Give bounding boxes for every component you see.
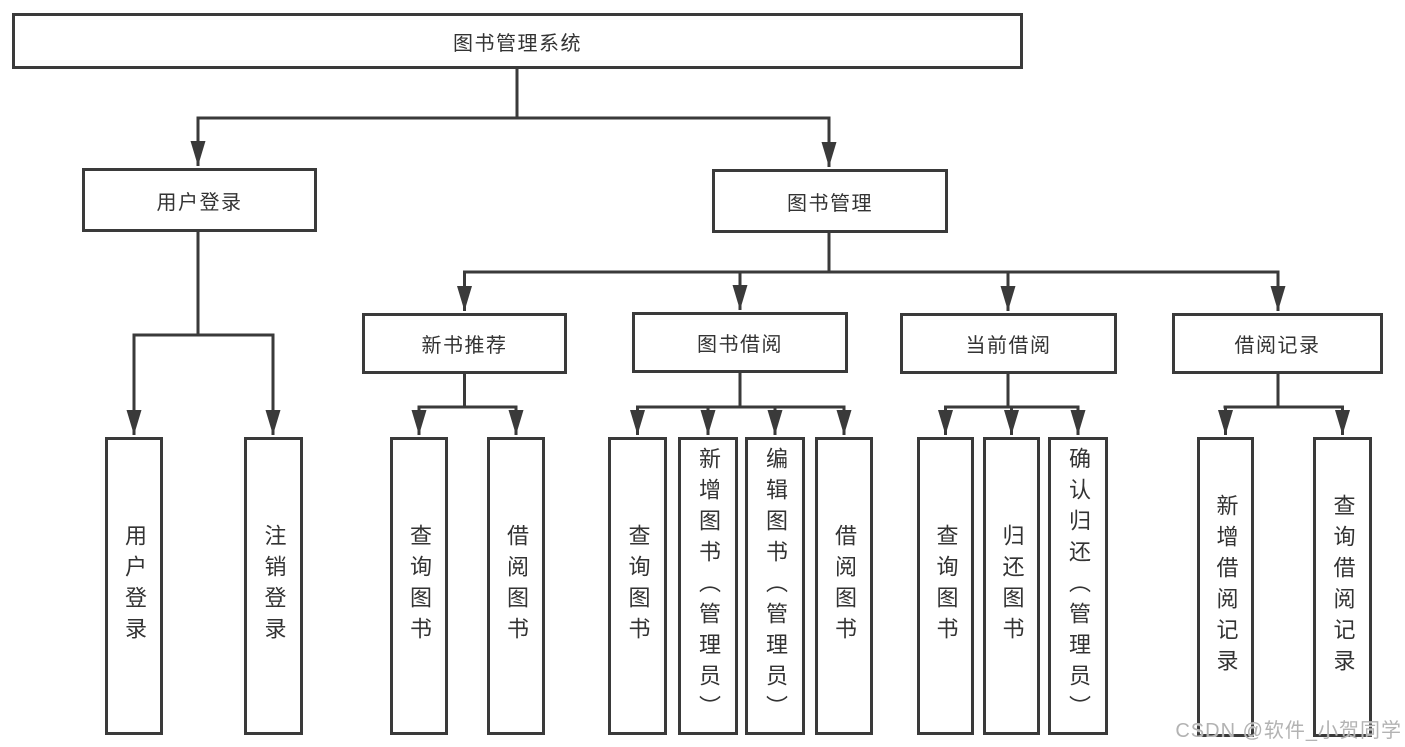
leaf-nb-query-books: 查询图书 bbox=[390, 437, 448, 735]
node-new-book-recommend: 新书推荐 bbox=[362, 313, 567, 374]
leaf-user-login: 用户登录 bbox=[105, 437, 163, 735]
node-label: 当前借阅 bbox=[965, 335, 1052, 357]
node-label: 查询图书 bbox=[933, 524, 959, 648]
node-label: 用户登录 bbox=[122, 524, 147, 648]
node-label: 图书借阅 bbox=[697, 334, 783, 356]
leaf-nb-borrow-books: 借阅图书 bbox=[487, 437, 545, 735]
node-label: 注销登录 bbox=[261, 524, 287, 648]
node-label: 借阅图书 bbox=[504, 524, 529, 648]
node-current-borrowing: 当前借阅 bbox=[900, 313, 1117, 374]
leaf-bb-edit-book-admin: 编辑图书（管理员） bbox=[745, 437, 805, 735]
node-label: 借阅图书 bbox=[832, 524, 857, 648]
node-label: 图书管理系统 bbox=[453, 32, 582, 55]
node-user-login: 用户登录 bbox=[82, 168, 317, 232]
node-label: 用户登录 bbox=[156, 191, 243, 214]
csdn-watermark: CSDN @软件_小贺同学 bbox=[1175, 720, 1402, 742]
node-label: 查询图书 bbox=[625, 524, 651, 648]
node-label: 查询借阅记录 bbox=[1330, 494, 1356, 680]
leaf-cb-confirm-return-admin: 确认归还（管理员） bbox=[1048, 437, 1108, 735]
leaf-cb-query-books: 查询图书 bbox=[917, 437, 974, 735]
node-book-management: 图书管理 bbox=[712, 169, 948, 233]
leaf-br-add-record: 新增借阅记录 bbox=[1197, 437, 1254, 737]
node-label: 图书管理 bbox=[787, 192, 873, 215]
node-label: 归还图书 bbox=[999, 524, 1025, 648]
node-label: 新书推荐 bbox=[421, 335, 508, 357]
node-book-borrowing: 图书借阅 bbox=[632, 312, 848, 373]
node-label: 新增借阅记录 bbox=[1213, 494, 1239, 680]
node-borrowing-records: 借阅记录 bbox=[1172, 313, 1383, 374]
node-label: 新增图书（管理员） bbox=[696, 446, 721, 726]
leaf-br-query-record: 查询借阅记录 bbox=[1313, 437, 1372, 737]
node-label: 借阅记录 bbox=[1234, 335, 1321, 357]
leaf-bb-borrow-books: 借阅图书 bbox=[815, 437, 873, 735]
node-label: 编辑图书（管理员） bbox=[763, 446, 788, 726]
leaf-bb-add-book-admin: 新增图书（管理员） bbox=[678, 437, 738, 735]
node-label: 确认归还（管理员） bbox=[1066, 446, 1091, 726]
node-label: 查询图书 bbox=[407, 524, 432, 648]
leaf-cb-return-books: 归还图书 bbox=[983, 437, 1040, 735]
leaf-bb-query-books: 查询图书 bbox=[608, 437, 667, 735]
leaf-logout: 注销登录 bbox=[244, 437, 303, 735]
node-library-management-system: 图书管理系统 bbox=[12, 13, 1023, 69]
